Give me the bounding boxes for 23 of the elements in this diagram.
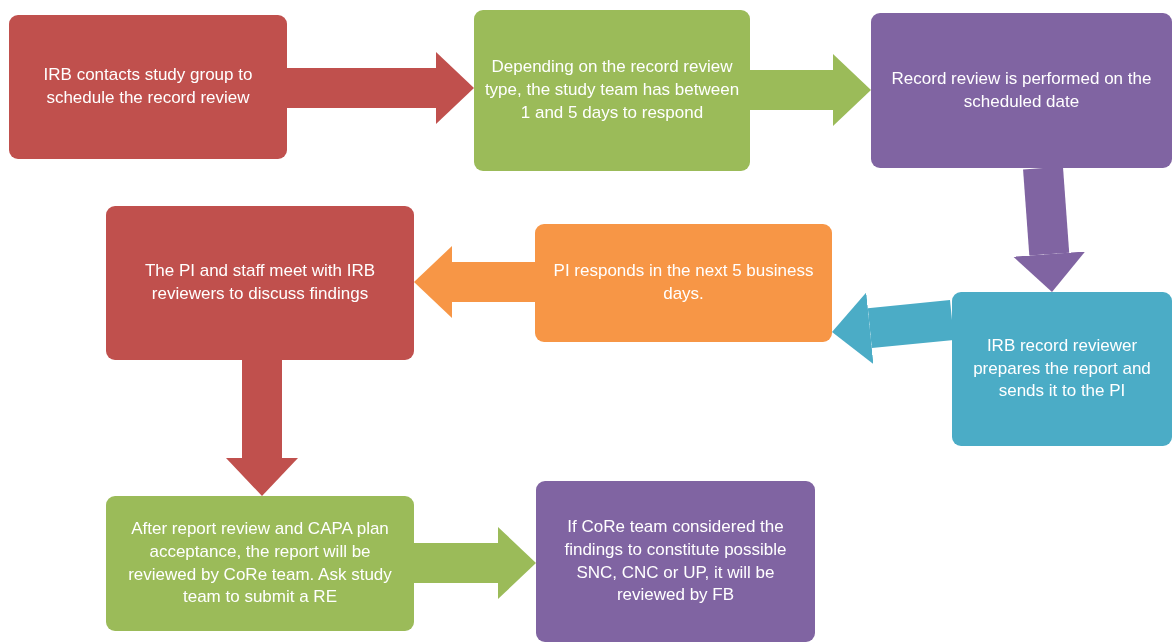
block-arrow: [287, 52, 474, 124]
step-text: Record review is performed on the scheduled date: [890, 67, 1153, 113]
process-box: [474, 10, 750, 171]
step-text: Depending on the record review type, the study team has between 1 and 5 days to respond: [484, 56, 740, 124]
process-box: [106, 496, 414, 631]
step-text: The PI and staff meet with IRB reviewers to discuss findings: [143, 260, 377, 305]
block-arrow: [414, 527, 536, 599]
step-text: If CoRe team considered the findings to constitute possible SNC, CNC or UP, it will be reviewed by FB: [563, 515, 788, 607]
step-text: PI responds in the next 5 business days.: [552, 260, 815, 305]
process-box: [535, 224, 832, 342]
step-text: IRB record reviewer prepares the report and sends it to the PI: [972, 334, 1152, 403]
step-text: IRB contacts study group to schedule the record review: [42, 64, 254, 109]
process-box: [536, 481, 815, 642]
block-arrow: [832, 292, 954, 365]
block-arrow: [226, 360, 298, 496]
process-box: [106, 206, 414, 360]
step-text: After report review and CAPA plan acceptance, the report will be reviewed by CoRe team. Ask study team to submit a RE: [127, 517, 393, 609]
block-arrow: [414, 246, 535, 318]
block-arrow: [750, 54, 871, 126]
process-box: [952, 292, 1172, 446]
process-box: [871, 13, 1172, 168]
process-box: [9, 15, 287, 159]
block-arrow: [1013, 166, 1086, 292]
